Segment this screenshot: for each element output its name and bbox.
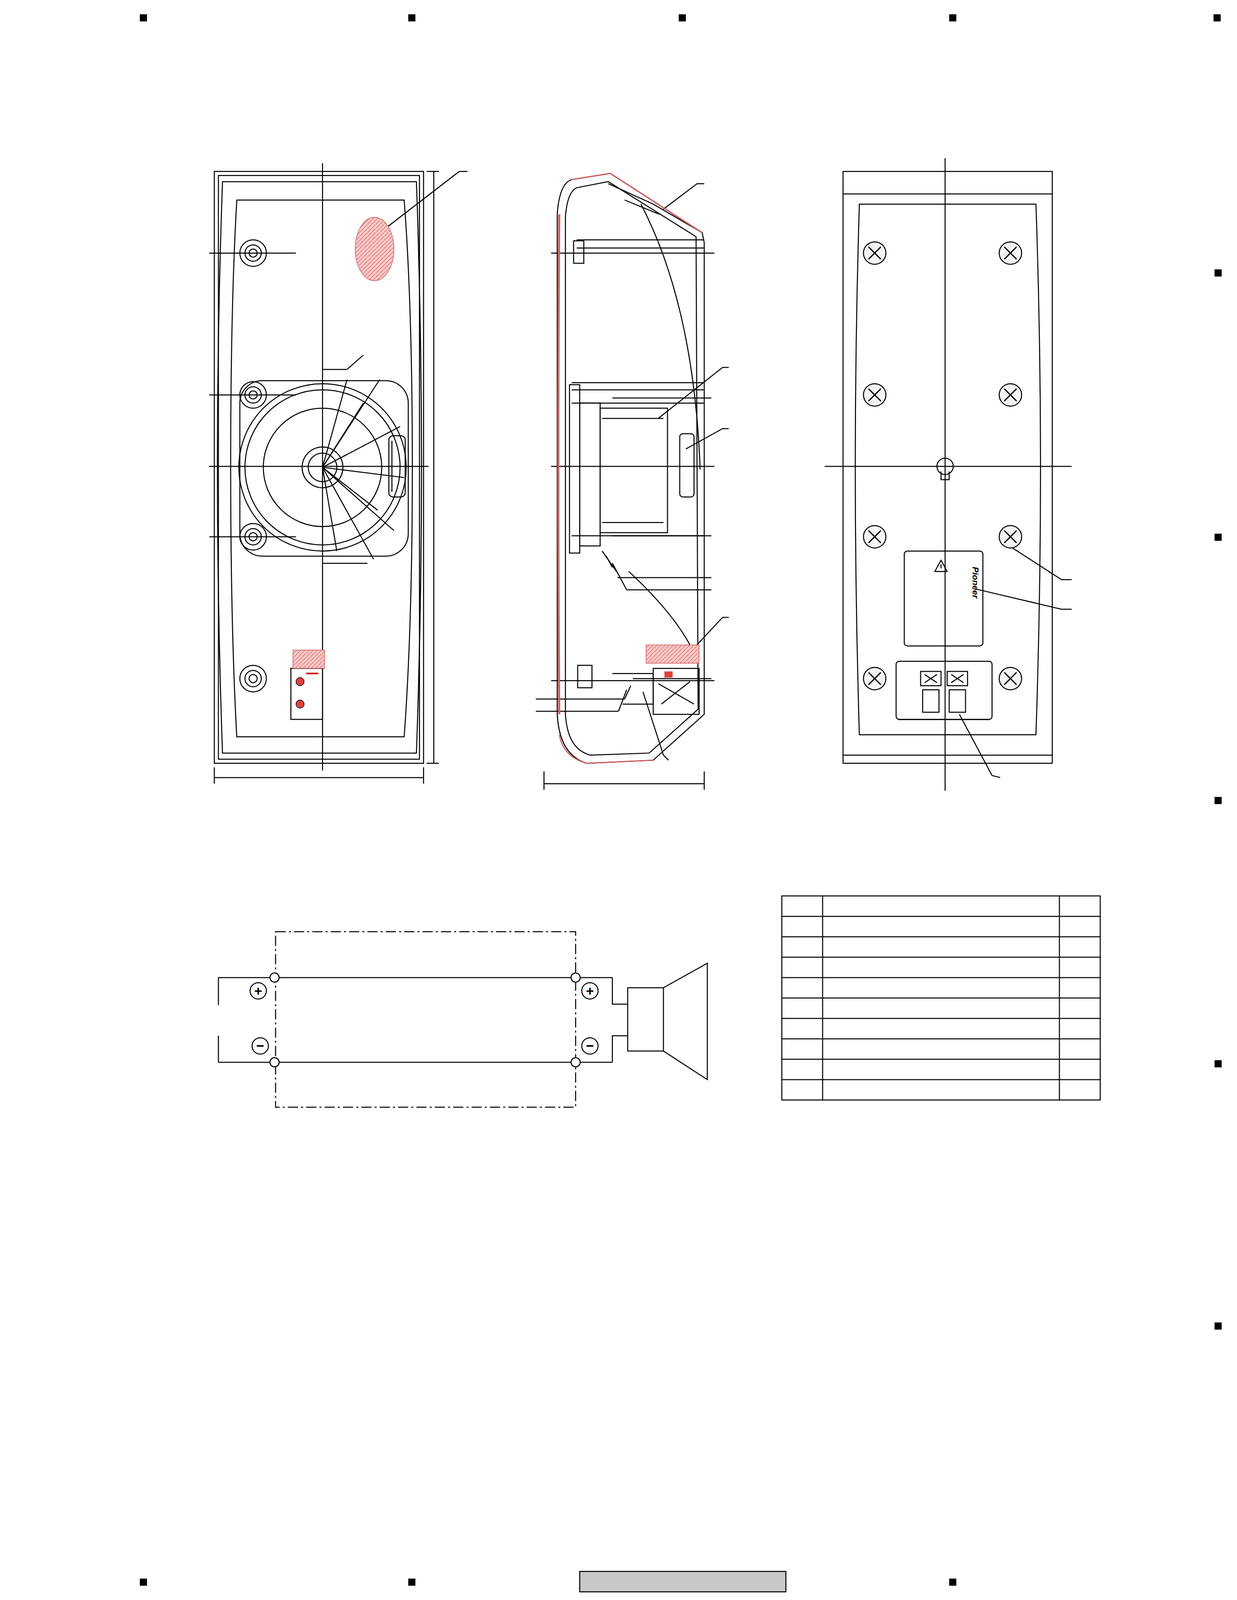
parts-table <box>782 896 1101 1101</box>
screws <box>863 241 1022 690</box>
page-bar <box>579 1571 787 1593</box>
registration-marks <box>139 14 1222 1587</box>
polarity-sign: − <box>256 1039 265 1053</box>
polarity-sign: + <box>254 984 263 998</box>
side-view <box>535 173 729 791</box>
front-view <box>209 163 468 784</box>
wiring-schematic <box>218 931 708 1108</box>
polarity-sign: − <box>586 1039 595 1053</box>
brand-logo: Pioneer <box>971 567 980 599</box>
rear-view <box>824 158 1072 792</box>
polarity-sign: + <box>586 984 595 998</box>
